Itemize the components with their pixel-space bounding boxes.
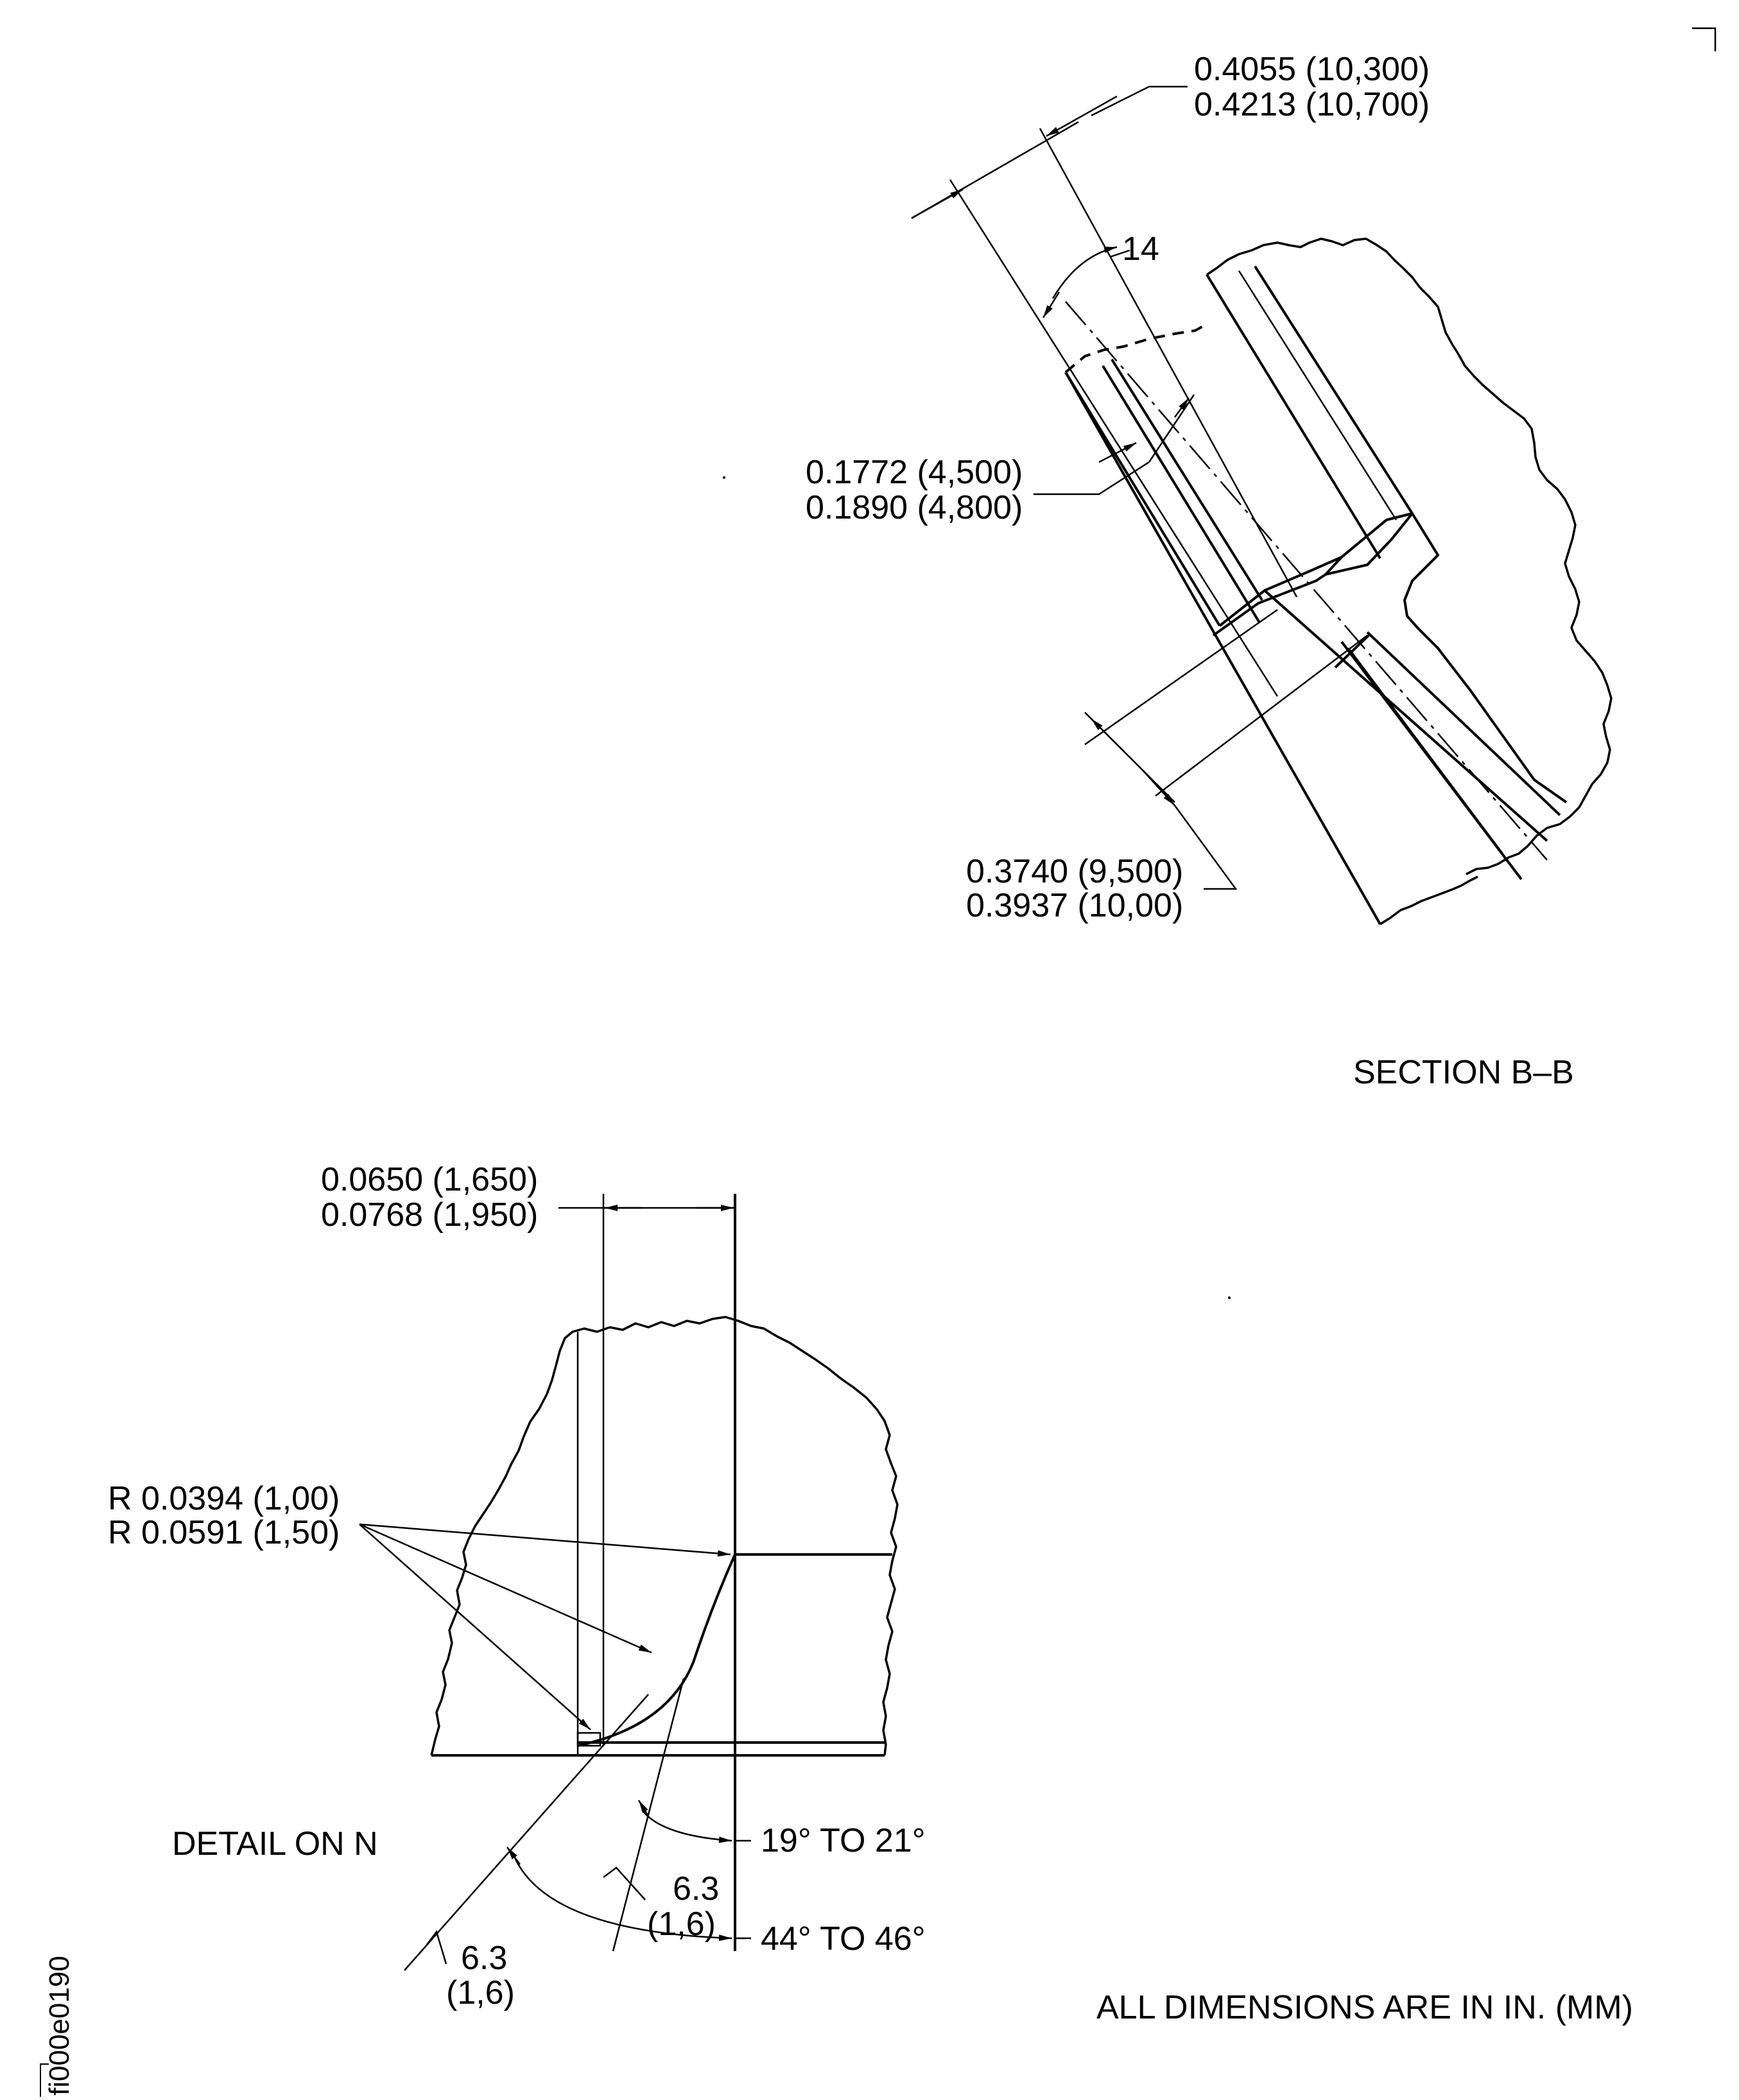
speck	[1228, 1296, 1231, 1299]
detail-n-radius-leader-3	[359, 1524, 591, 1730]
section-bb-chamfer-2	[1212, 573, 1327, 637]
section-bb-dim-mid-arrow-b	[1098, 442, 1137, 463]
detail-n-radius-leader-2	[359, 1523, 652, 1654]
detail-n-radius-curve	[577, 1554, 736, 1747]
section-bb-dim-top-leader	[1091, 85, 1188, 117]
section-bb-small-bore-4	[1340, 641, 1523, 881]
section-bb-angle-arrow	[1042, 291, 1060, 318]
detail-n-title: DETAIL ON N	[172, 1825, 378, 1863]
detail-n-finish-symbol-outer	[426, 1930, 447, 1965]
section-bb-hidden-edge	[1064, 323, 1207, 374]
detail-n-finish-outer-value: 6.3	[461, 1940, 507, 1977]
section-bb-dim-bottom-line1: 0.3740 (9,500)	[966, 853, 1183, 890]
detail-n-large-angle-arrow	[506, 1846, 521, 1865]
section-bb-shoulder-2	[1403, 512, 1568, 804]
section-bb-dim-top-arrow-b	[1046, 95, 1118, 137]
section-bb-dim-mid-leader	[1034, 461, 1150, 495]
detail-n-large-angle-arc	[512, 1854, 732, 1941]
section-bb-bore-edge-2	[1102, 365, 1261, 624]
section-bb-ext-line-3	[1084, 608, 1278, 746]
section-bb-small-bore-1	[1263, 589, 1548, 842]
section-bb-angle-tick	[1110, 249, 1130, 258]
section-bb-bore-edge-3	[1111, 358, 1263, 601]
section-bb-break-outline	[1206, 237, 1613, 875]
detail-n-finish-outer-mm: (1,6)	[446, 1974, 515, 2011]
section-bb-cbore-left	[1064, 371, 1221, 627]
speck	[723, 476, 725, 479]
detail-n-small-angle-arc	[641, 1809, 732, 1843]
section-bb-bore-end	[1334, 634, 1370, 669]
section-bb-dim-bottom-arrow-b	[1142, 770, 1175, 806]
corner-mark	[1692, 27, 1717, 51]
section-bb-bottom-break	[1380, 875, 1478, 925]
detail-n-finish-symbol-inner	[603, 1866, 646, 1900]
section-bb-dim-bottom-arrow-a	[1091, 718, 1124, 752]
section-bb-centerline	[1065, 301, 1548, 861]
detail-n-radius-line2: R 0.0591 (1,50)	[108, 1514, 340, 1551]
section-bb-ext-line-4	[1155, 635, 1368, 796]
detail-n-finish-inner-mm: (1,6)	[647, 1906, 716, 1943]
section-bb-angle-arc	[1051, 246, 1118, 299]
detail-n-radius-leader-1	[359, 1523, 731, 1557]
section-bb-cbore-right	[1206, 273, 1381, 560]
section-bb-angle-label: 14	[1122, 230, 1159, 268]
section-bb-ext-line-2	[1039, 128, 1298, 598]
section-bb-view	[911, 85, 1613, 925]
section-bb-dim-bottom-leader	[1173, 805, 1238, 890]
detail-n-finish-inner-value: 6.3	[673, 1870, 719, 1907]
detail-n-small-angle-arrow	[637, 1800, 650, 1817]
detail-n-dim-top-line1: 0.0650 (1,650)	[321, 1161, 538, 1198]
section-bb-dim-top-line2: 0.4213 (10,700)	[1194, 86, 1430, 123]
section-bb-small-bore-2	[1366, 631, 1561, 816]
figure-id-bracket	[40, 2063, 49, 2097]
section-bb-dim-top-line1: 0.4055 (10,300)	[1194, 51, 1430, 88]
section-bb-dim-mid-line1: 0.1772 (4,500)	[806, 454, 1023, 491]
section-bb-cbore-inner	[1254, 265, 1414, 515]
section-bb-title: SECTION B–B	[1353, 1054, 1574, 1091]
section-bb-cbore-inner-2	[1238, 270, 1397, 521]
section-bb-dim-mid-arrow-a	[1173, 397, 1190, 418]
section-bb-dim-bottom-line2: 0.3937 (10,00)	[966, 887, 1183, 924]
section-bb-dim-mid-line2: 0.1890 (4,800)	[806, 489, 1023, 526]
detail-n-angle-small: 19° TO 21°	[761, 1822, 926, 1859]
units-note: ALL DIMENSIONS ARE IN IN. (MM)	[1096, 1989, 1633, 2026]
detail-n-large-angle-edge	[404, 1694, 649, 1971]
detail-n-small-angle-edge	[612, 1678, 685, 1952]
detail-n-angle-large: 44° TO 46°	[761, 1920, 926, 1958]
section-bb-dim-top-arrow-a	[911, 188, 964, 219]
detail-n-dim-top-line2: 0.0768 (1,950)	[321, 1196, 538, 1234]
section-bb-shoulder	[1322, 512, 1414, 577]
detail-n-view	[359, 1194, 899, 1971]
detail-n-radius-line1: R 0.0394 (1,00)	[108, 1480, 340, 1517]
figure-id-label: fi000e0190	[44, 1932, 82, 2100]
detail-n-corner-box	[576, 1732, 601, 1747]
section-bb-ext-line-1	[949, 179, 1279, 697]
